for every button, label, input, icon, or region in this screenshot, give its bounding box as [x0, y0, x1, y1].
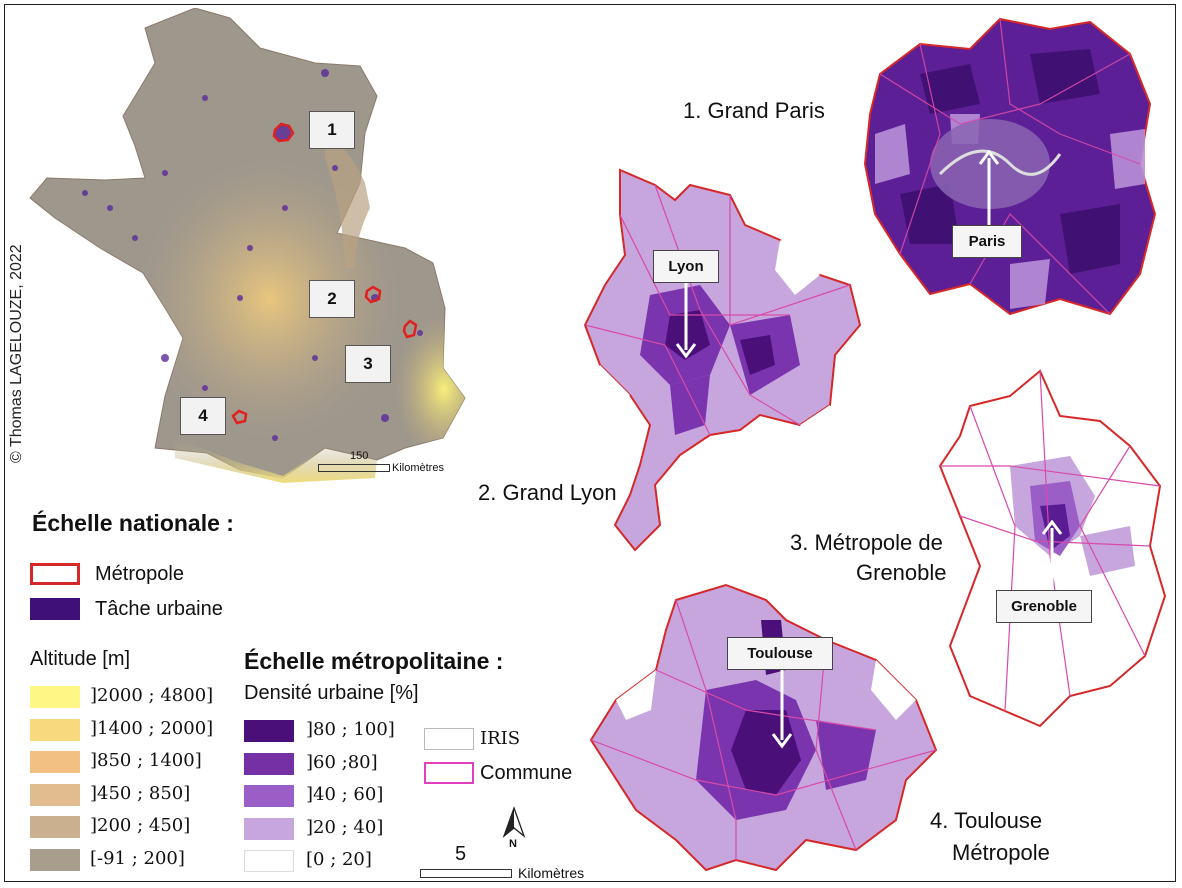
- legend-density-item-label: ]60 ;80]: [306, 751, 378, 773]
- north-label: N: [509, 838, 517, 850]
- legend-density-item-swatch: [244, 720, 294, 742]
- metro-scale-unit: Kilomètres: [518, 865, 585, 881]
- legend-altitude-item-label: ]200 ; 450]: [90, 815, 191, 836]
- legend-density-item-swatch: [244, 850, 294, 872]
- toulouse-map: [589, 583, 938, 872]
- legend-national-heading: Échelle nationale :: [32, 510, 234, 536]
- map-frame: [4, 4, 1176, 882]
- marker-2: 2: [309, 280, 355, 318]
- legend-tache-label: Tâche urbaine: [95, 598, 223, 620]
- lyon-title: 2. Grand Lyon: [478, 480, 617, 505]
- legend-density-title: Densité urbaine [%]: [244, 682, 419, 704]
- france-map: [29, 8, 466, 483]
- legend-metropole-swatch: [30, 563, 80, 585]
- grenoble-arrow: [1041, 520, 1063, 598]
- legend-altitude-item-label: ]850 ; 1400]: [90, 750, 202, 771]
- grenoble-city-label: Grenoble: [996, 590, 1092, 623]
- legend-altitude-item-swatch: [30, 751, 80, 773]
- legend-altitude-item-label: [-91 ; 200]: [90, 847, 185, 869]
- marker-3: 3: [345, 345, 391, 383]
- paris-arrow: [978, 150, 1000, 238]
- legend-density-item-label: [0 ; 20]: [306, 849, 372, 870]
- france-scale-bar: 150 Kilomètres: [318, 450, 508, 480]
- legend-commune-label: Commune: [480, 762, 573, 784]
- grenoble-title-line2: Grenoble: [856, 560, 947, 585]
- legend-iris-swatch: [424, 728, 474, 750]
- paris-city-label: Paris: [952, 225, 1022, 258]
- marker-1: 1: [309, 111, 355, 149]
- france-scale-unit: Kilomètres: [392, 462, 444, 474]
- metro-scale-value: 5: [455, 843, 467, 865]
- toulouse-arrow: [771, 660, 793, 749]
- legend-density-item-swatch: [244, 817, 294, 840]
- legend-altitude-item-swatch: [30, 783, 80, 806]
- metro-scale-bar: 5 Kilomètres: [420, 843, 620, 885]
- legend-altitude-item-swatch: [30, 686, 80, 708]
- legend-altitude-item-swatch: [30, 718, 80, 741]
- toulouse-title-line1: 4. Toulouse: [930, 808, 1043, 833]
- legend-density-item-label: ]40 ; 60]: [306, 784, 384, 805]
- toulouse-city-label: Toulouse: [727, 637, 833, 670]
- lyon-arrow: [675, 270, 697, 359]
- legend-density-item-label: ]80 ; 100]: [306, 719, 395, 740]
- legend-metropole-label: Métropole: [95, 563, 184, 585]
- paris-title: 1. Grand Paris: [683, 98, 825, 123]
- legend-commune-swatch: [424, 762, 474, 784]
- paris-map: [863, 17, 1157, 316]
- legend-altitude-item-swatch: [30, 816, 80, 838]
- legend-altitude-item-swatch: [30, 848, 80, 871]
- legend-tache-swatch: [30, 598, 80, 620]
- copyright: © Thomas LAGELOUZE, 2022: [8, 244, 25, 463]
- legend-metro-heading: Échelle métropolitaine :: [244, 648, 504, 674]
- toulouse-title-line2: Métropole: [952, 840, 1050, 865]
- legend-iris-label: IRIS: [480, 728, 521, 749]
- legend-altitude-item-label: ]450 ; 850]: [90, 782, 191, 804]
- legend-density-item-swatch: [244, 785, 294, 807]
- north-arrow-icon: [502, 806, 526, 838]
- legend-altitude-item-label: ]1400 ; 2000]: [90, 717, 214, 739]
- marker-4: 4: [180, 397, 226, 435]
- legend-density-item-label: ]20 ; 40]: [306, 816, 384, 838]
- france-scale-value: 150: [350, 450, 369, 462]
- lyon-map: [583, 168, 862, 552]
- grenoble-map: [938, 369, 1167, 728]
- legend-altitude-title: Altitude [m]: [30, 648, 131, 670]
- legend-density-item-swatch: [244, 752, 294, 775]
- legend-altitude-item-label: ]2000 ; 4800]: [90, 685, 214, 706]
- lyon-city-label: Lyon: [653, 250, 719, 283]
- grenoble-title-line1: 3. Métropole de: [790, 530, 943, 555]
